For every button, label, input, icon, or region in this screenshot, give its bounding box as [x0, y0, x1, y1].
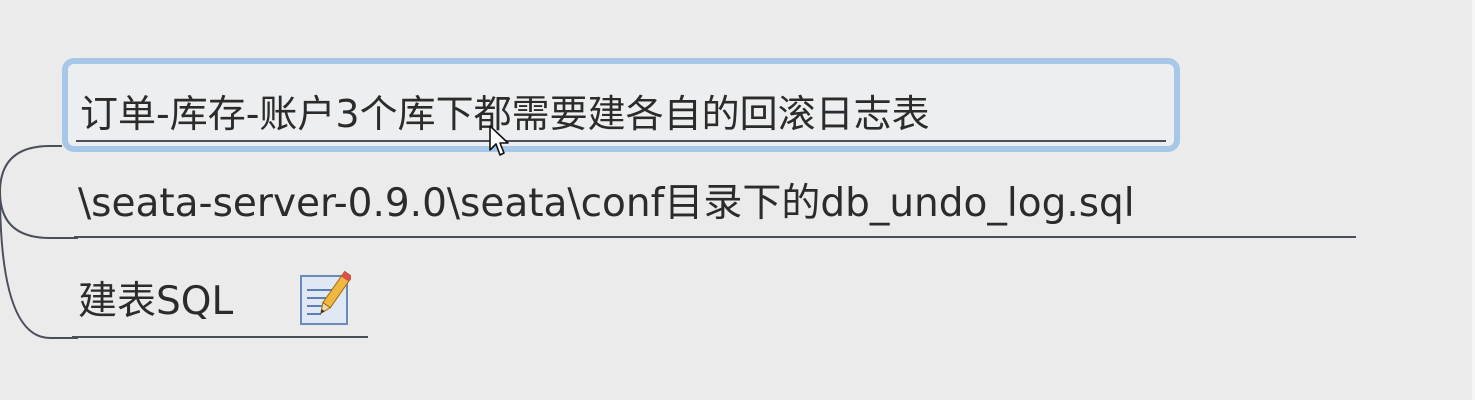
topic-underline — [74, 236, 1356, 238]
topic-underline — [72, 336, 368, 338]
topic-label: 订单-库存-账户3个库下都需要建各自的回滚日志表 — [80, 92, 930, 136]
topic-node-undo-log-path[interactable]: \seata-server-0.9.0\seata\conf目录下的db_und… — [74, 176, 1356, 238]
topic-label: 建表SQL — [78, 279, 234, 324]
canvas-edge — [1472, 0, 1475, 400]
topic-node-rollback-tables[interactable]: 订单-库存-账户3个库下都需要建各自的回滚日志表 — [62, 58, 1180, 152]
topic-node-create-table-sql[interactable]: 建表SQL — [72, 270, 368, 338]
note-icon[interactable] — [299, 268, 353, 328]
topic-label: \seata-server-0.9.0\seata\conf目录下的db_und… — [78, 181, 1135, 226]
topic-underline — [76, 140, 1166, 142]
